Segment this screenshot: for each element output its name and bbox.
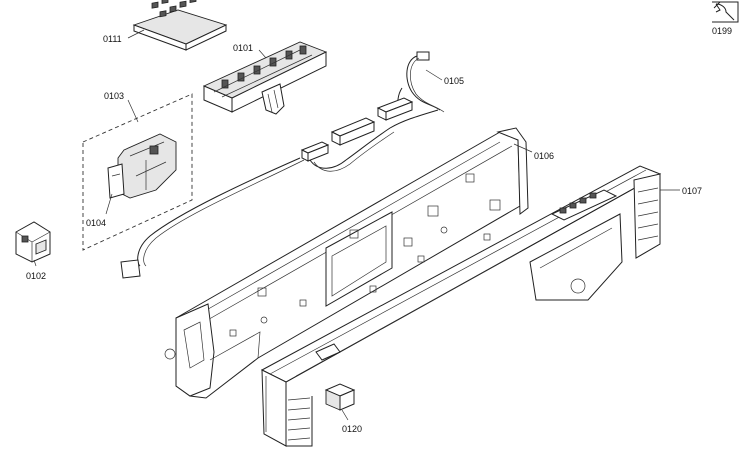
keypad-part	[132, 0, 228, 51]
control-panel-frame-part	[164, 127, 529, 399]
part-label-0101: 0101	[233, 43, 253, 53]
part-label-0106: 0106	[534, 151, 554, 161]
part-label-0120: 0120	[342, 424, 362, 434]
leader-lines	[33, 29, 680, 421]
wiring-harness-part	[120, 51, 445, 279]
part-label-0111: 0111	[103, 34, 122, 44]
door-switch-part	[15, 221, 51, 263]
part-label-0107: 0107	[682, 186, 702, 196]
part-label-0105: 0105	[444, 76, 464, 86]
wrench-icon	[712, 1, 739, 23]
part-label-0102: 0102	[26, 271, 46, 281]
part-label-0103: 0103	[104, 91, 124, 101]
control-module-part	[202, 41, 328, 115]
part-label-0199: 0199	[712, 26, 732, 36]
small-block-part	[324, 383, 356, 411]
motor-assembly-group	[82, 93, 193, 251]
part-label-0104: 0104	[86, 218, 106, 228]
control-panel-fascia-part	[260, 165, 662, 447]
